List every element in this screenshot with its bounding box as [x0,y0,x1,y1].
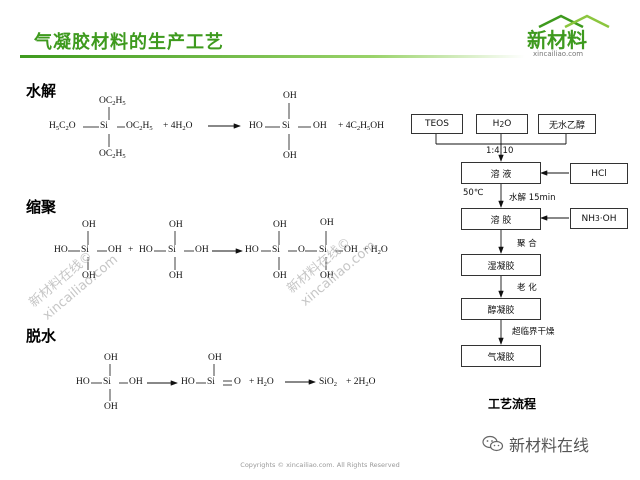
flow-aging-label: 老 化 [517,283,537,293]
hydroxyl-top: OH [82,220,96,230]
flow-polymerize-label: 聚 合 [517,239,537,249]
hydroxyl-bottom: OH [273,271,287,281]
ethoxy-right: OC2H5 [126,121,153,132]
hydroxyl-bottom: OH [320,271,334,281]
title-underline [20,55,525,58]
ethoxy-top: OC2H5 [99,96,126,107]
silicon-atom: Si [81,245,89,255]
water-reactant: + 4H2O [163,121,193,132]
logo-url: xincailiao.com [533,50,584,58]
double-bonded-oxygen: O [234,377,241,387]
flow-box-wet-gel: 湿凝胶 [461,254,541,276]
hydroxyl-top: OH [208,353,222,363]
flow-temperature-label: 50℃ [463,188,484,198]
silicon-atom: Si [207,377,215,387]
hydroxyl-top: OH [169,220,183,230]
section-dehydration: 脱水 [26,327,57,345]
ethoxy-left: H5C2O [49,121,76,132]
hydroxyl-right: OH [108,245,122,255]
flow-box-alcogel: 醇凝胶 [461,298,541,320]
wechat-name: 新材料在线 [509,436,590,455]
silicon-atom: Si [100,121,108,131]
silicon-atom: Si [168,245,176,255]
flowchart-title: 工艺流程 [488,397,537,411]
wechat-account: 新材料在线 [482,432,589,456]
logo: 新材料 xincailiao.com [527,14,627,66]
flow-ratio-label: 1:4:10 [486,146,514,156]
silicon-atom: Si [282,121,290,131]
copyright: Copyrights © xincailiao.com. All Rights … [240,461,400,469]
hydroxyl-left: HO [54,245,68,255]
hydroxyl-left: HO [249,121,263,131]
silicon-atom: Si [272,245,280,255]
wechat-icon [482,435,504,452]
hydroxyl-left: HO [76,377,90,387]
water-product: + H2O [363,245,388,256]
hydroxyl-top: OH [283,91,297,101]
water-product: + 2H2O [346,377,376,388]
hydroxyl-bottom: OH [283,151,297,161]
silicon-atom: Si [319,245,327,255]
ethoxy-bottom: OC2H5 [99,149,126,160]
silicon-atom: Si [103,377,111,387]
hydroxyl-bottom: OH [104,402,118,412]
hydroxyl-bottom: OH [82,271,96,281]
plus-sign: + [128,245,134,255]
page-title: 气凝胶材料的生产工艺 [34,32,224,53]
hydroxyl-top: OH [104,353,118,363]
flow-hydrolysis-label: 水解 15min [509,193,556,203]
flow-box-solution: 溶 液 [461,162,541,184]
hydroxyl-right: OH [129,377,143,387]
logo-text: 新材料 [527,28,587,52]
silica-product: SiO2 [319,377,338,388]
flow-box-teos: TEOS [411,114,463,134]
flow-box-aerogel: 气凝胶 [461,345,541,367]
water-product: + H2O [249,377,274,388]
hydroxyl-left: HO [139,245,153,255]
section-hydrolysis: 水解 [26,82,57,100]
hydroxyl-bottom: OH [169,271,183,281]
flow-box-sol: 溶 胶 [461,208,541,230]
hydroxyl-right: OH [313,121,327,131]
bridging-oxygen: O [298,245,305,255]
hydroxyl-left: HO [245,245,259,255]
flow-box-ethanol: 无水乙醇 [538,114,596,134]
flow-drying-label: 超临界干燥 [512,327,555,337]
hydroxyl-left: HO [181,377,195,387]
hydroxyl-top: OH [320,218,334,228]
flow-box-hcl: HCl [570,163,628,184]
hydroxyl-right: OH [344,245,358,255]
ethanol-product: + 4C2H5OH [338,121,384,132]
section-condensation: 缩聚 [26,198,57,216]
hydroxyl-top: OH [273,220,287,230]
hydroxyl-right: OH [195,245,209,255]
house-roof-icon [538,14,610,28]
